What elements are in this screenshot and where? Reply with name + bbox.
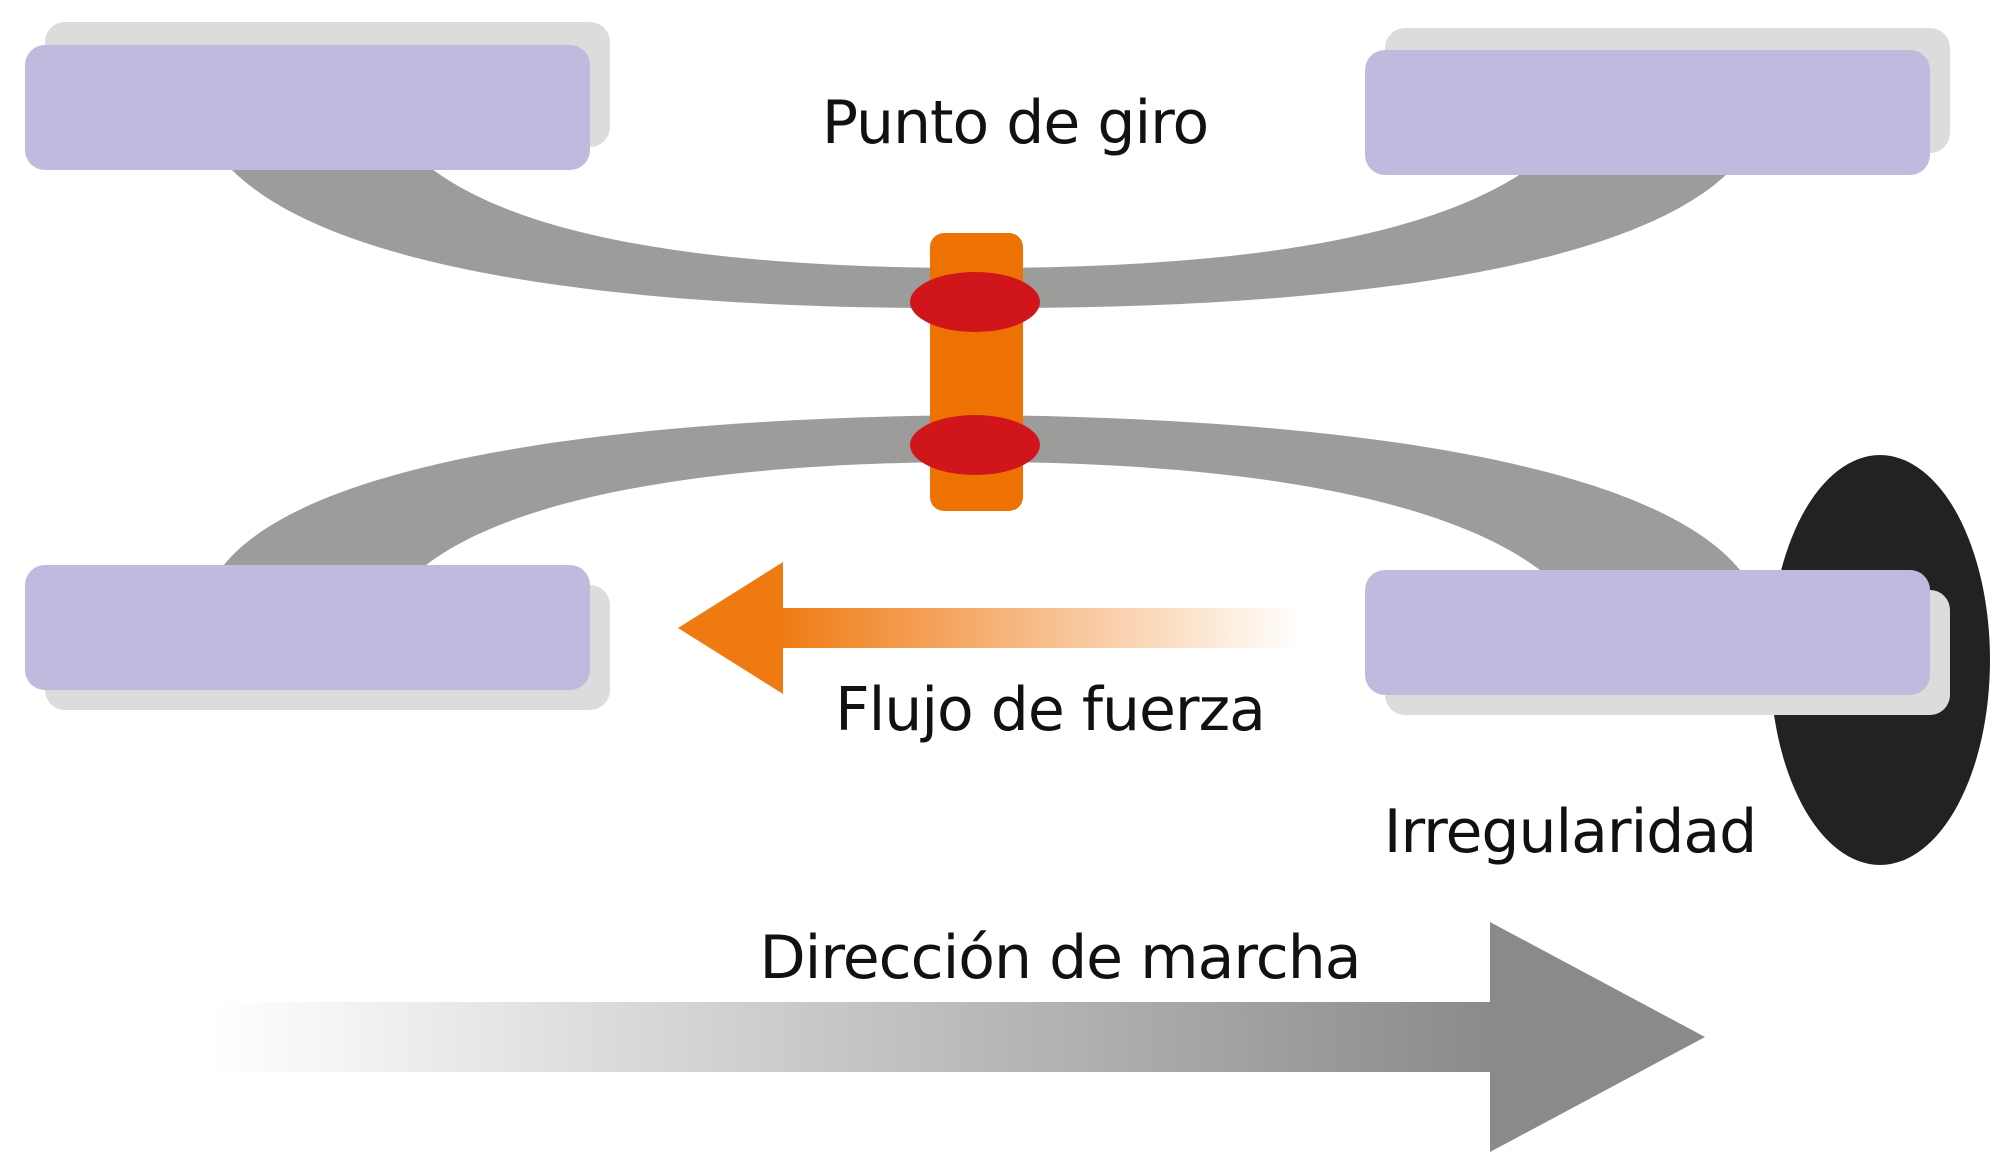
wheel-front-left [25, 45, 590, 170]
wheel-rear-right [1365, 570, 1930, 695]
force-arrow-shaft [775, 608, 1300, 648]
irregularity-label: Irregularidad [1384, 797, 1756, 867]
rear-axle-beam [220, 415, 1740, 570]
pivot-joint-upper [910, 272, 1040, 332]
arrow-right-icon [1490, 922, 1705, 1152]
pivot-label: Punto de giro [822, 88, 1208, 158]
wheel-rear-left [25, 565, 590, 690]
wheel-front-right [1365, 50, 1930, 175]
pivot-joint-lower [910, 415, 1040, 475]
direction-label: Dirección de marcha [759, 923, 1360, 993]
force-flow-label: Flujo de fuerza [835, 675, 1265, 745]
front-axle-beam [215, 150, 1740, 309]
direction-arrow-shaft [215, 1002, 1495, 1072]
arrow-left-icon [678, 562, 783, 694]
